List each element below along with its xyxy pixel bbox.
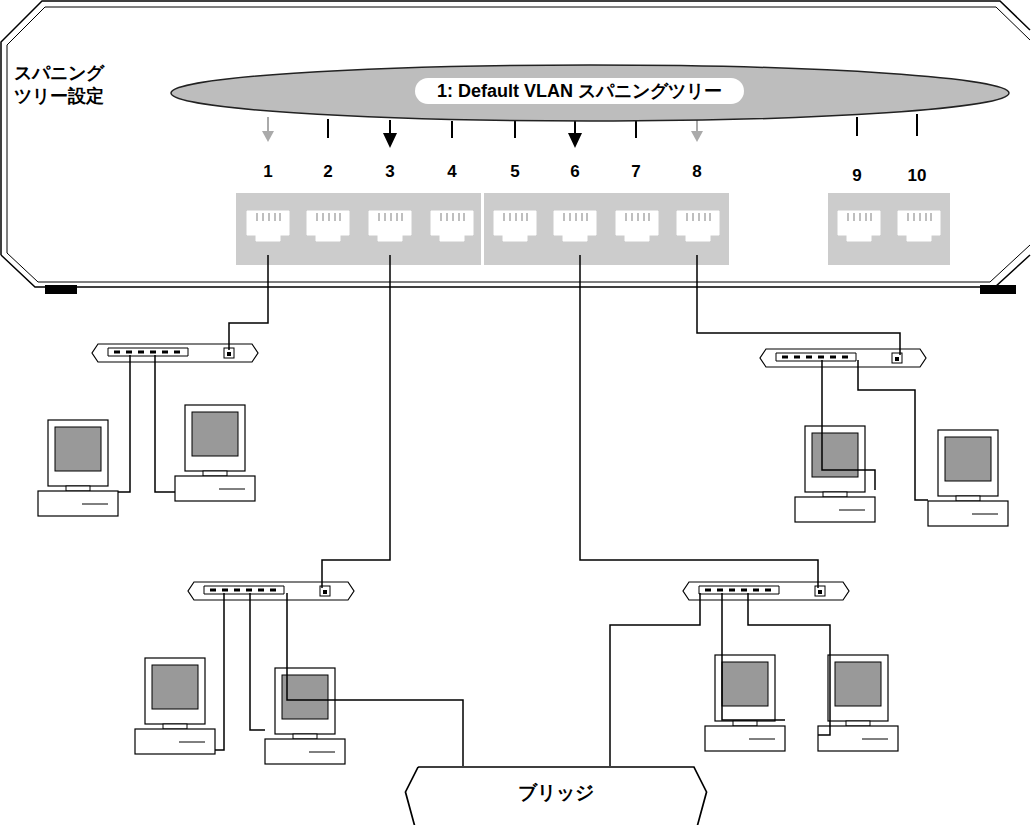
port-number: 6 xyxy=(560,162,590,182)
spanning-tree-band: 1: Default VLAN スパニングツリー xyxy=(170,64,1010,122)
port-number: 8 xyxy=(682,162,712,182)
bridge-label: ブリッジ xyxy=(402,766,710,806)
vlan-name: 1: Default VLAN スパニングツリー xyxy=(415,78,744,104)
port-number: 9 xyxy=(842,166,872,186)
switch-chassis: スパニング ツリー設定 1: Default VLAN スパニングツリー xyxy=(0,0,1031,290)
port-number: 5 xyxy=(500,162,530,182)
port-number: 1 xyxy=(253,162,283,182)
port-number: 3 xyxy=(375,162,405,182)
port-number: 7 xyxy=(621,162,651,182)
bridge-box: ブリッジ xyxy=(402,766,710,825)
port-number: 2 xyxy=(313,162,343,182)
port-number: 4 xyxy=(437,162,467,182)
node-outline xyxy=(0,0,1031,290)
port-number: 10 xyxy=(902,166,932,186)
panel-title: スパニング ツリー設定 xyxy=(14,62,114,108)
